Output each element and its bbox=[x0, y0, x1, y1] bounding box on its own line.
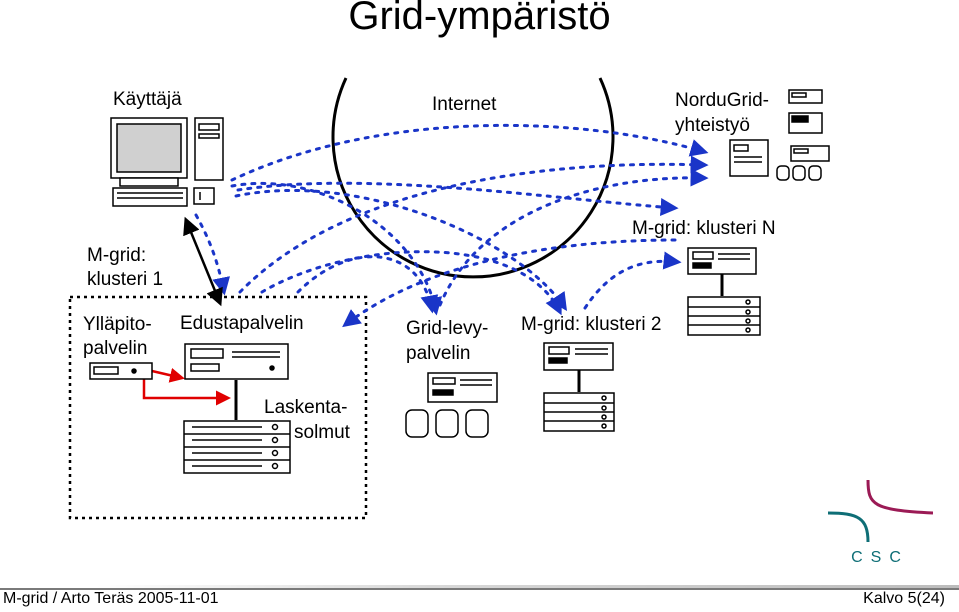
frontend-server-label: Edustapalvelin bbox=[180, 313, 304, 334]
internet-cloud bbox=[331, 77, 615, 279]
nordugrid-equipment-icon bbox=[729, 89, 830, 181]
footer-strip bbox=[0, 588, 959, 612]
cluster2-label: M-grid: klusteri 2 bbox=[521, 314, 662, 335]
compute-nodes-rack-icon bbox=[183, 420, 291, 474]
disk-server-label-line1: Grid-levy- bbox=[406, 318, 489, 339]
clusterN-label: M-grid: klusteri N bbox=[632, 218, 776, 239]
link-user-cluster2 bbox=[234, 188, 567, 311]
footer-bar bbox=[0, 585, 959, 612]
compute-nodes-label-line1: Laskenta- bbox=[264, 397, 348, 418]
disk-server-icon bbox=[405, 372, 498, 438]
footer-slide-number: Kalvo 5(24) bbox=[863, 590, 945, 607]
admin-server-label-line1: Ylläpito- bbox=[83, 314, 152, 335]
workstation-icon bbox=[110, 117, 224, 207]
slide-title: Grid-ympäristö bbox=[348, 0, 611, 38]
nordugrid-label-line2: yhteistyö bbox=[675, 115, 750, 136]
admin-to-nodes-link bbox=[142, 378, 231, 406]
internet-label: Internet bbox=[432, 94, 497, 115]
link-clusterN-frontend bbox=[342, 238, 677, 328]
user-frontend-arrow bbox=[183, 216, 223, 307]
csc-logo-text: CSC bbox=[851, 549, 909, 566]
admin-to-frontend-link bbox=[151, 367, 185, 383]
link-user-disk bbox=[230, 181, 443, 316]
cluster1-label-line1: M-grid: bbox=[87, 245, 147, 266]
link-frontend-nordugrid bbox=[238, 155, 709, 294]
link-frontend-disk bbox=[296, 255, 439, 314]
admin-server-icon bbox=[89, 362, 153, 380]
grid-connections bbox=[194, 123, 709, 328]
compute-nodes-label-line2: solmut bbox=[294, 422, 350, 443]
cluster1-label-line2: klusteri 1 bbox=[87, 269, 164, 290]
link-user-nordugrid bbox=[230, 123, 709, 182]
cluster2-equipment-icon bbox=[543, 342, 615, 432]
admin-links bbox=[142, 367, 231, 406]
disk-server-label-line2: palvelin bbox=[406, 343, 471, 364]
link-frontend-cluster2 bbox=[260, 250, 562, 316]
link-disk-nordugrid bbox=[438, 168, 709, 307]
frontend-server-icon bbox=[184, 343, 289, 380]
clusterN-equipment-icon bbox=[687, 247, 761, 336]
admin-server-label-line2: palvelin bbox=[83, 338, 148, 359]
user-label: Käyttäjä bbox=[113, 89, 182, 110]
csc-logo: CSC bbox=[828, 480, 933, 566]
link-cluster2-clusterN bbox=[583, 251, 682, 310]
footer-author-date: M-grid / Arto Teräs 2005-11-01 bbox=[3, 590, 219, 607]
nordugrid-label-line1: NorduGrid- bbox=[675, 90, 769, 111]
